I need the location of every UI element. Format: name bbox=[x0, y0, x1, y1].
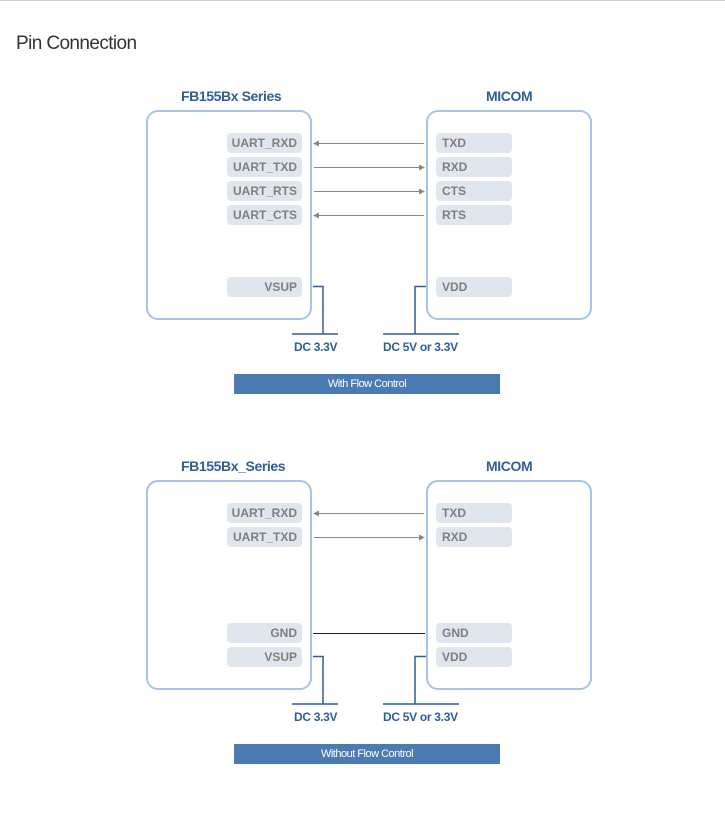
pin-uart-rxd: UART_RXD bbox=[227, 133, 302, 153]
diagram-caption: Without Flow Control bbox=[234, 744, 500, 764]
pin-vsup: VSUP bbox=[227, 277, 302, 297]
pin-gnd: GND bbox=[227, 623, 302, 643]
pin-vdd: VDD bbox=[436, 647, 512, 667]
arrowhead-left-icon bbox=[313, 212, 319, 219]
diagram-caption: With Flow Control bbox=[234, 374, 500, 394]
page-title: Pin Connection bbox=[16, 33, 137, 54]
right-supply-label: DC 5V or 3.3V bbox=[383, 710, 458, 724]
top-divider bbox=[0, 0, 725, 1]
left-device-header: FB155Bx_Series bbox=[181, 458, 286, 474]
diagram-without-flow-control: FB155Bx_Series MICOM UART_RXD UART_TXD G… bbox=[0, 458, 725, 788]
pin-uart-rxd: UART_RXD bbox=[227, 503, 302, 523]
pin-cts: CTS bbox=[436, 181, 512, 201]
vdd-supply-wire bbox=[414, 285, 426, 334]
vdd-supply-wire bbox=[414, 655, 426, 704]
wiring bbox=[292, 510, 459, 705]
arrowhead-right-icon bbox=[419, 164, 425, 171]
pin-txd: TXD bbox=[436, 133, 512, 153]
wiring bbox=[292, 140, 459, 335]
pin-uart-txd: UART_TXD bbox=[227, 157, 302, 177]
pin-rxd: RXD bbox=[436, 527, 512, 547]
pin-uart-rts: UART_RTS bbox=[227, 181, 302, 201]
arrowhead-right-icon bbox=[419, 188, 425, 195]
left-supply-label: DC 3.3V bbox=[294, 710, 338, 724]
pin-gnd: GND bbox=[436, 623, 512, 643]
arrowhead-left-icon bbox=[313, 510, 319, 517]
pin-vdd: VDD bbox=[436, 277, 512, 297]
arrowhead-left-icon bbox=[313, 140, 319, 147]
right-device-header: MICOM bbox=[486, 88, 533, 104]
arrowhead-right-icon bbox=[419, 534, 425, 541]
pin-uart-cts: UART_CTS bbox=[227, 205, 302, 225]
pin-uart-txd: UART_TXD bbox=[227, 527, 302, 547]
right-supply-label: DC 5V or 3.3V bbox=[383, 340, 458, 354]
pin-rts: RTS bbox=[436, 205, 512, 225]
left-device-header: FB155Bx Series bbox=[181, 88, 282, 104]
right-device-header: MICOM bbox=[486, 458, 533, 474]
diagram-with-flow-control: FB155Bx Series MICOM UART_RXD UART_TXD U… bbox=[0, 88, 725, 418]
left-supply-label: DC 3.3V bbox=[294, 340, 338, 354]
pin-rxd: RXD bbox=[436, 157, 512, 177]
vsup-supply-wire bbox=[313, 285, 324, 334]
pin-vsup: VSUP bbox=[227, 647, 302, 667]
vsup-supply-wire bbox=[313, 655, 324, 704]
pin-txd: TXD bbox=[436, 503, 512, 523]
